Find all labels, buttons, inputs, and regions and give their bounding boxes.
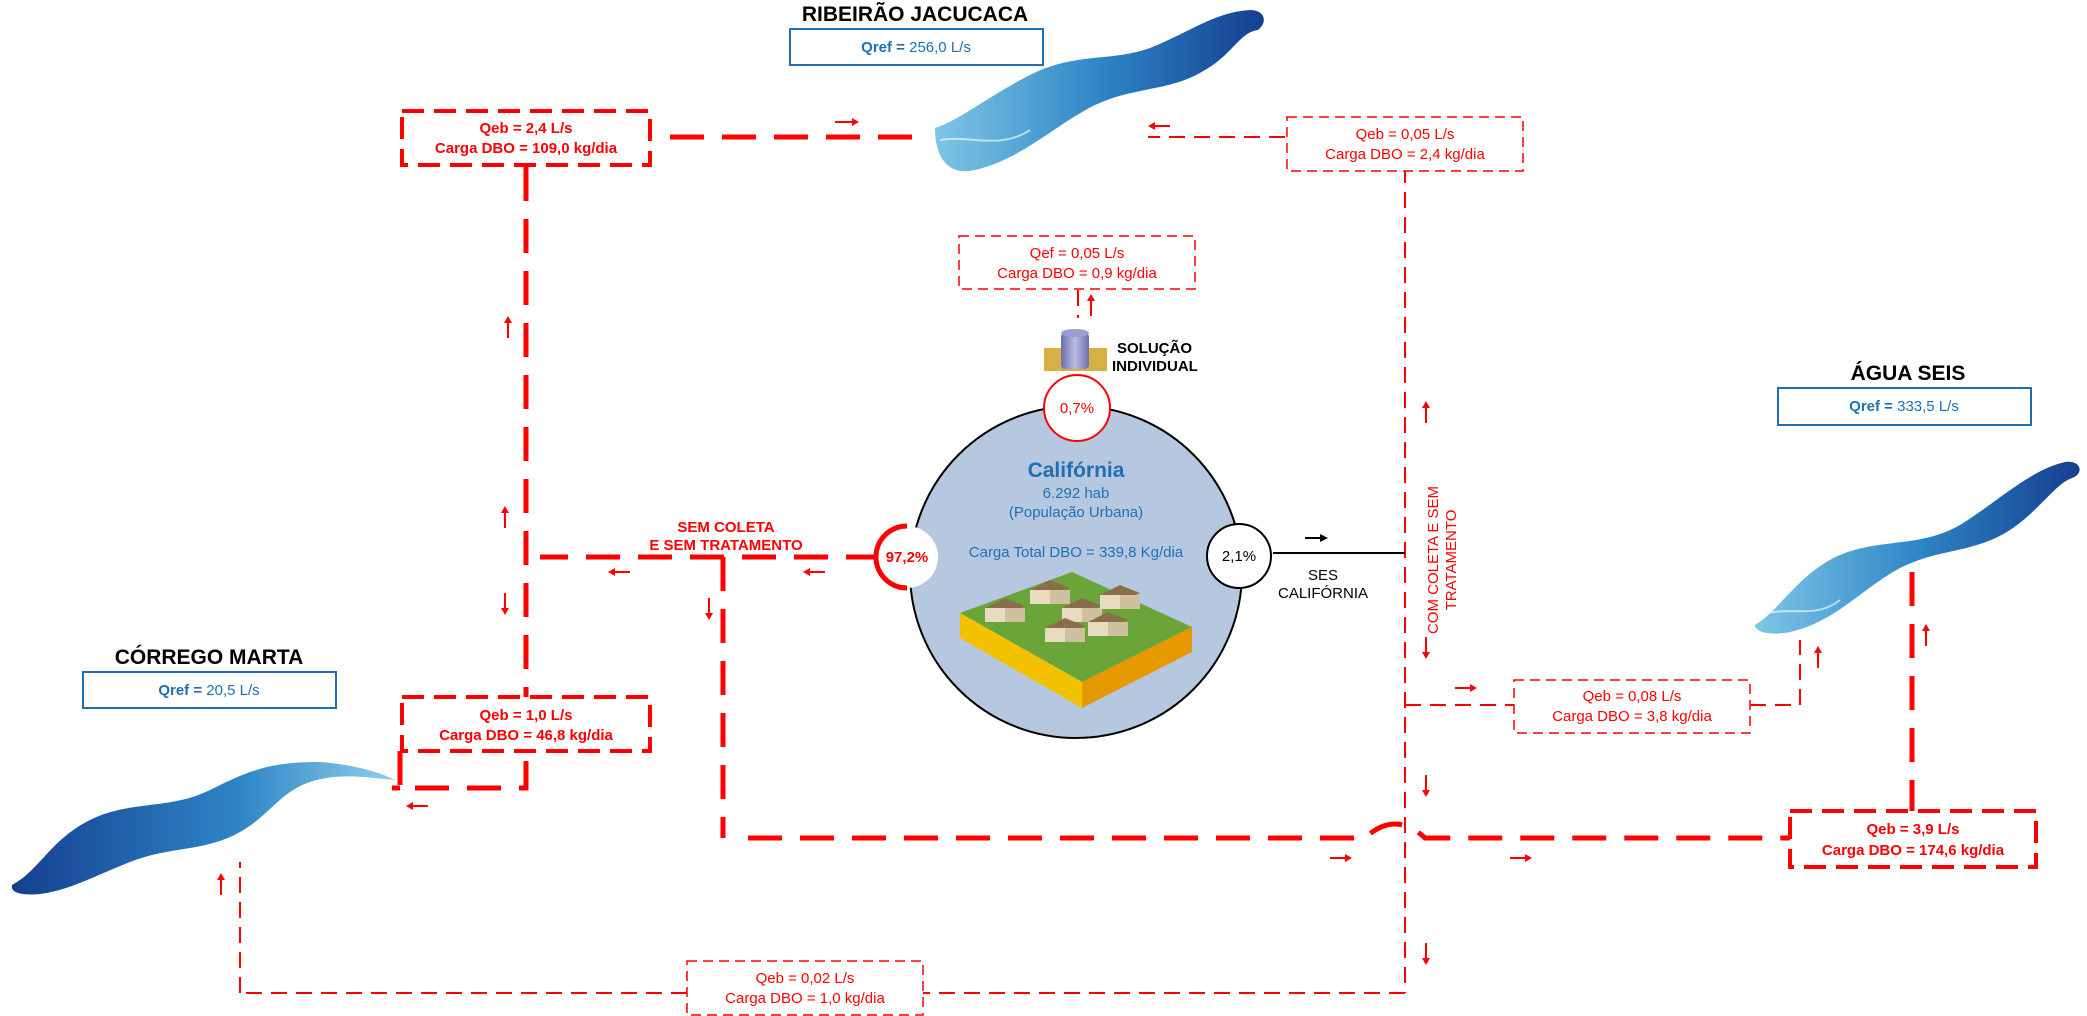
svg-text:Qeb = 2,4 L/s: Qeb = 2,4 L/s — [480, 120, 573, 137]
solucao-label-2: INDIVIDUAL — [1112, 358, 1198, 375]
city-population: 6.292 hab — [1043, 485, 1110, 502]
svg-text:Carga DBO = 3,8 kg/dia: Carga DBO = 3,8 kg/dia — [1552, 708, 1712, 725]
ses-arrow — [1305, 534, 1328, 542]
qref-jacucaca: Qref = 256,0 L/s — [861, 39, 971, 56]
load-box-marta-upper: Qeb = 1,0 L/s Carga DBO = 46,8 kg/dia — [400, 695, 652, 753]
ses-label-2: CALIFÓRNIA — [1278, 585, 1368, 602]
svg-text:Qeb = 3,9 L/s: Qeb = 3,9 L/s — [1867, 821, 1960, 838]
load-box-individual: Qef = 0,05 L/s Carga DBO = 0,9 kg/dia — [958, 235, 1196, 290]
river-jacucaca-title: RIBEIRÃO JACUCACA — [802, 3, 1028, 26]
ses-label-1: SES — [1308, 567, 1338, 584]
svg-text:Carga DBO = 109,0 kg/dia: Carga DBO = 109,0 kg/dia — [435, 140, 618, 157]
load-box-agua-big: Qeb = 3,9 L/s Carga DBO = 174,6 kg/dia — [1788, 809, 2038, 869]
city-name: Califórnia — [1028, 459, 1125, 482]
load-box-jacucaca-right: Qeb = 0,05 L/s Carga DBO = 2,4 kg/dia — [1286, 116, 1524, 172]
svg-text:Carga DBO = 1,0 kg/dia: Carga DBO = 1,0 kg/dia — [725, 990, 885, 1007]
svg-text:Carga DBO = 174,6 kg/dia: Carga DBO = 174,6 kg/dia — [1822, 842, 2005, 859]
svg-text:TRATAMENTO: TRATAMENTO — [1443, 510, 1460, 611]
flow-thin — [239, 136, 1801, 994]
flow-no-collection — [523, 134, 1915, 841]
load-box-marta-bottom: Qeb = 0,02 L/s Carga DBO = 1,0 kg/dia — [686, 960, 924, 1016]
river-marta-icon — [11, 762, 395, 895]
svg-text:0,7%: 0,7% — [1060, 400, 1094, 417]
river-jacucaca-icon — [935, 10, 1264, 172]
svg-text:Carga DBO = 46,8 kg/dia: Carga DBO = 46,8 kg/dia — [439, 727, 613, 744]
septic-tank-icon — [1044, 329, 1107, 371]
city-population-note: (População Urbana) — [1009, 504, 1143, 521]
sem-coleta-label-1: SEM COLETA — [677, 519, 774, 536]
load-box-jacucaca-left: Qeb = 2,4 L/s Carga DBO = 109,0 kg/dia — [400, 109, 652, 167]
houses-icon — [960, 572, 1192, 708]
svg-text:Carga DBO = 2,4 kg/dia: Carga DBO = 2,4 kg/dia — [1325, 146, 1485, 163]
svg-text:Qef = 0,05 L/s: Qef = 0,05 L/s — [1030, 245, 1125, 262]
flow-marta-return — [397, 751, 529, 791]
com-coleta-label: COM COLETA E SEM TRATAMENTO — [1425, 486, 1460, 634]
sem-coleta-label-2: E SEM TRATAMENTO — [649, 537, 803, 554]
city-total-load: Carga Total DBO = 339,8 Kg/dia — [969, 544, 1184, 561]
load-box-agua-small: Qeb = 0,08 L/s Carga DBO = 3,8 kg/dia — [1513, 679, 1751, 734]
svg-text:Qeb = 1,0 L/s: Qeb = 1,0 L/s — [480, 707, 573, 724]
svg-text:Carga DBO = 0,9 kg/dia: Carga DBO = 0,9 kg/dia — [997, 265, 1157, 282]
river-agua-seis-icon — [1755, 461, 2080, 634]
svg-text:Qeb = 0,05 L/s: Qeb = 0,05 L/s — [1356, 126, 1455, 143]
svg-text:2,1%: 2,1% — [1222, 548, 1256, 565]
river-agua-seis-title: ÁGUA SEIS — [1851, 362, 1966, 385]
qref-marta: Qref = 20,5 L/s — [158, 682, 259, 699]
qref-box-marta — [82, 671, 337, 709]
svg-text:Qeb = 0,08 L/s: Qeb = 0,08 L/s — [1583, 688, 1682, 705]
flow-arrows — [217, 118, 1930, 965]
solucao-label-1: SOLUÇÃO — [1117, 339, 1192, 357]
svg-text:COM COLETA E SEM: COM COLETA E SEM — [1425, 486, 1442, 634]
river-marta-title: CÓRREGO MARTA — [115, 645, 304, 669]
pct-ses-circle: 2,1% — [1206, 523, 1272, 589]
svg-text:Qeb = 0,02 L/s: Qeb = 0,02 L/s — [756, 970, 855, 987]
qref-box-jacucaca — [789, 28, 1044, 66]
svg-text:97,2%: 97,2% — [886, 549, 929, 566]
qref-box-agua-seis — [1777, 387, 2032, 426]
qref-agua-seis: Qref = 333,5 L/s — [1849, 398, 1959, 415]
pct-individual-circle: 0,7% — [1043, 374, 1111, 442]
pct-no-collection-circle: 97,2% — [873, 523, 938, 591]
